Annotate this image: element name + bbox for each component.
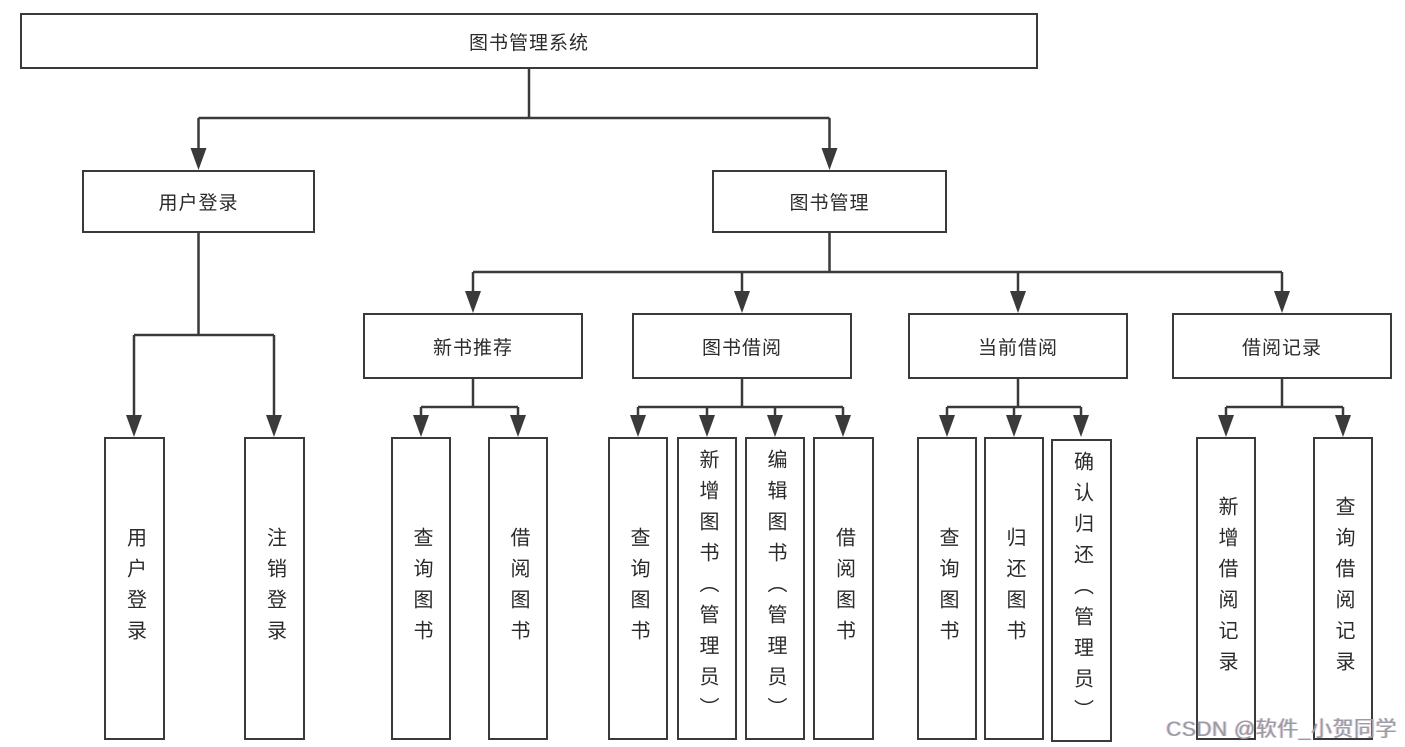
connector-currentborrow-to-leaves [939, 379, 1089, 437]
node-new-book-recommend: 新书推荐 [363, 313, 583, 379]
leaf-current-query-books: 查询图书 [917, 437, 977, 740]
node-current-borrow-label: 当前借阅 [977, 337, 1058, 359]
leaf-borrow-borrow-books: 借阅图书 [813, 437, 874, 740]
connector-newbook-to-leaves [413, 379, 526, 437]
node-book-borrow-label: 图书借阅 [701, 337, 782, 359]
leaf-borrow-edit-books: 编辑图书（管理员） [745, 437, 805, 740]
leaf-current-query-books-label: 查询图书 [936, 526, 958, 651]
leaf-current-confirm-return-label: 确认归还（管理员） [1070, 451, 1093, 730]
leaf-current-confirm-return: 确认归还（管理员） [1051, 439, 1112, 742]
leaf-user-login-label: 用户登录 [123, 526, 146, 651]
connector-userlogin-to-leaves [126, 233, 282, 437]
node-user-login-label: 用户登录 [158, 193, 239, 214]
leaf-logout-label: 注销登录 [263, 526, 286, 651]
node-root-label: 图书管理系统 [468, 32, 589, 54]
leaf-user-login: 用户登录 [104, 437, 165, 740]
node-book-management-label: 图书管理 [789, 193, 870, 214]
node-book-borrow: 图书借阅 [632, 313, 852, 379]
leaf-newbook-query-books-label: 查询图书 [410, 526, 432, 651]
node-book-management: 图书管理 [712, 170, 947, 233]
connector-root-to-level2 [190, 69, 838, 170]
connector-bookborrow-to-leaves [630, 379, 851, 437]
connector-bookmgmt-to-level3 [465, 233, 1290, 313]
leaf-borrow-borrow-books-label: 借阅图书 [832, 526, 855, 651]
leaf-newbook-borrow-books: 借阅图书 [488, 437, 548, 740]
leaf-records-query-record-label: 查询借阅记录 [1332, 495, 1354, 682]
leaf-records-add-record: 新增借阅记录 [1196, 437, 1256, 740]
leaf-current-return-books: 归还图书 [984, 437, 1044, 740]
leaf-logout: 注销登录 [244, 437, 305, 740]
leaf-borrow-add-books: 新增图书（管理员） [677, 437, 737, 740]
leaf-newbook-query-books: 查询图书 [391, 437, 451, 740]
node-borrow-records-label: 借阅记录 [1241, 337, 1322, 359]
leaf-records-query-record: 查询借阅记录 [1313, 437, 1373, 740]
leaf-records-add-record-label: 新增借阅记录 [1215, 495, 1237, 682]
leaf-borrow-add-books-label: 新增图书（管理员） [696, 449, 718, 728]
leaf-newbook-borrow-books-label: 借阅图书 [507, 526, 529, 651]
node-root: 图书管理系统 [20, 13, 1038, 69]
leaf-borrow-query-books: 查询图书 [608, 437, 668, 740]
leaf-borrow-query-books-label: 查询图书 [627, 526, 649, 651]
node-user-login: 用户登录 [82, 170, 315, 233]
node-borrow-records: 借阅记录 [1172, 313, 1392, 379]
connector-records-to-leaves [1218, 379, 1351, 437]
watermark: CSDN @软件_小贺同学 [1166, 718, 1397, 741]
node-current-borrow: 当前借阅 [908, 313, 1128, 379]
leaf-current-return-books-label: 归还图书 [1003, 526, 1025, 651]
leaf-borrow-edit-books-label: 编辑图书（管理员） [764, 449, 786, 728]
node-new-book-recommend-label: 新书推荐 [432, 337, 513, 359]
